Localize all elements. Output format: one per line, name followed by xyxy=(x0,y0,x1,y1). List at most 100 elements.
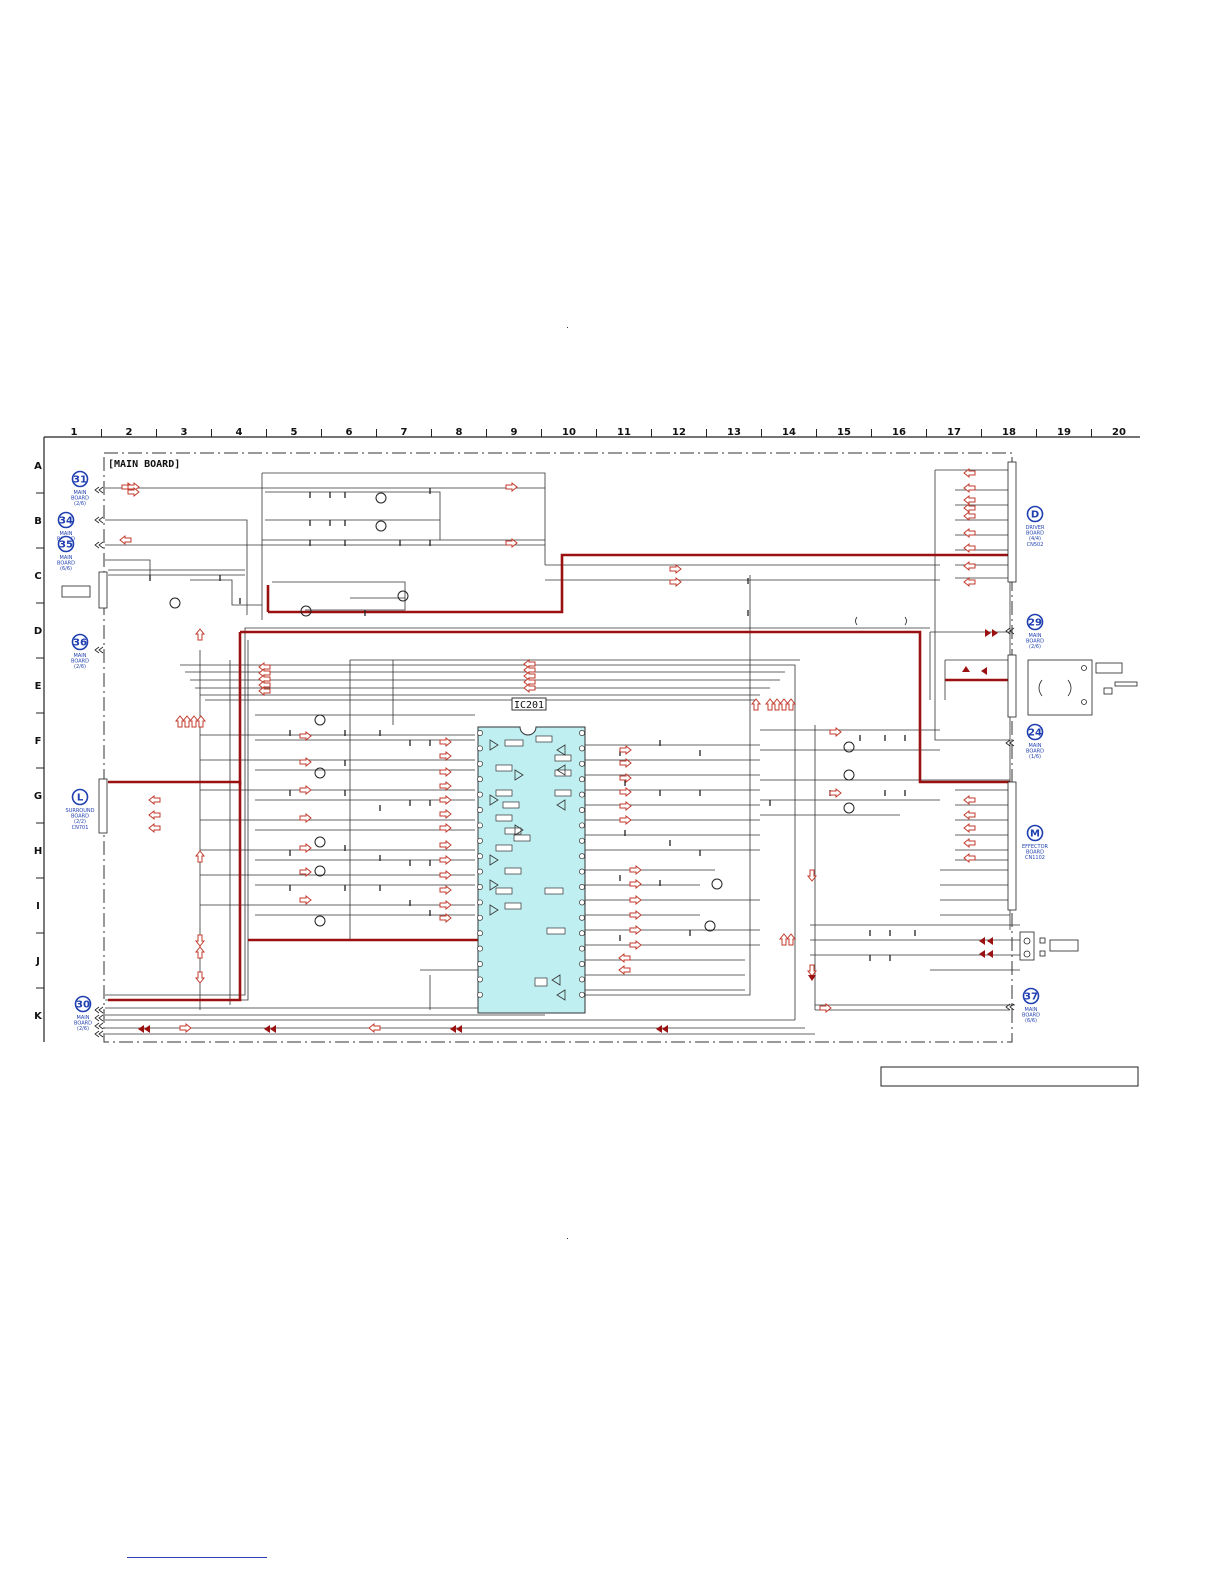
connector-number: 24 xyxy=(1028,728,1042,739)
signal-arrow xyxy=(669,563,682,575)
connector-caption: DRIVER xyxy=(1026,525,1045,531)
connector-caption: BOARD xyxy=(71,659,89,665)
ic-pins-left xyxy=(477,730,483,998)
connector-number: 35 xyxy=(59,540,73,551)
signal-arrow xyxy=(439,822,452,834)
column-label: 3 xyxy=(181,427,188,438)
row-label: I xyxy=(36,901,40,912)
signal-arrow xyxy=(618,952,631,964)
signal-arrow xyxy=(963,467,976,479)
connector-caption: BOARD xyxy=(1026,749,1044,755)
signal-arrow xyxy=(439,884,452,896)
signal-arrow xyxy=(806,869,818,882)
connector-caption: (6/6) xyxy=(60,566,72,572)
row-label: F xyxy=(35,736,42,747)
ic-pin xyxy=(477,945,483,952)
connector-circle xyxy=(1022,987,1040,1005)
signal-arrow xyxy=(523,670,536,682)
ic-pin xyxy=(579,991,585,998)
ic-pin xyxy=(477,837,483,844)
row-label: E xyxy=(35,681,42,692)
page-link-underline[interactable] xyxy=(127,1557,267,1558)
signal-arrow xyxy=(439,854,452,866)
signal-arrow xyxy=(619,800,632,812)
signal-arrow xyxy=(629,924,642,936)
signal-arrow xyxy=(619,814,632,826)
connector-circle xyxy=(74,995,92,1013)
ic-internal-blocks xyxy=(495,735,572,987)
signal-arrow xyxy=(299,730,312,742)
grid-rulers xyxy=(43,436,1140,1042)
connector-caption: CN1102 xyxy=(1025,855,1045,861)
ic-pin xyxy=(477,930,483,937)
signal-arrow xyxy=(619,786,632,798)
column-label: 1 xyxy=(71,427,78,438)
terminal-marker xyxy=(94,1030,104,1038)
signal-arrow xyxy=(258,679,271,691)
terminal-marker xyxy=(1005,739,1015,747)
signal-arrow xyxy=(194,628,206,641)
signal-arrow xyxy=(750,698,762,711)
row-label: A xyxy=(34,461,42,472)
signal-arrow xyxy=(963,502,976,514)
connector-caption: MAIN xyxy=(77,1015,90,1021)
signal-arrow xyxy=(963,809,976,821)
terminal-marker xyxy=(94,1006,104,1014)
ic-pin xyxy=(477,791,483,798)
ic-pin xyxy=(477,914,483,921)
signal-arrow xyxy=(829,787,842,799)
signal-arrow xyxy=(258,661,271,673)
signal-arrow xyxy=(764,698,776,711)
column-label: 14 xyxy=(782,427,796,438)
signal-arrow xyxy=(963,852,976,864)
ic-pin xyxy=(477,822,483,829)
connector-circle xyxy=(57,511,75,529)
signal-arrow xyxy=(194,971,206,984)
terminal-marker xyxy=(94,541,104,549)
ic-amplifier-triangles xyxy=(489,739,566,1001)
signal-arrow xyxy=(778,698,790,711)
signal-arrow xyxy=(963,494,976,506)
ic-pin xyxy=(579,899,585,906)
ic-pin xyxy=(477,776,483,783)
signal-arrow xyxy=(181,715,193,728)
connector-caption: (2/6) xyxy=(74,501,86,507)
connector-number: D xyxy=(1031,510,1039,521)
connector-caption: SURROUND xyxy=(66,808,95,814)
connector-caption: BOARD xyxy=(1026,639,1044,645)
signal-arrow xyxy=(963,576,976,588)
connector-caption: MAIN xyxy=(1025,1007,1038,1013)
connector-circle xyxy=(1026,505,1044,523)
column-label: 10 xyxy=(562,427,576,438)
signal-arrow xyxy=(669,576,682,588)
signal-arrow xyxy=(258,673,271,685)
signal-arrow xyxy=(439,808,452,820)
ic-pin xyxy=(579,745,585,752)
connector-caption: (1/6) xyxy=(1029,754,1041,760)
ic-label: IC201 xyxy=(514,700,544,711)
signal-arrow xyxy=(439,839,452,851)
signal-arrow xyxy=(439,912,452,924)
ic-pin xyxy=(477,884,483,890)
ic-pin xyxy=(579,976,585,983)
signal-arrow xyxy=(258,685,271,697)
signal-arrow xyxy=(148,822,161,834)
column-label: 5 xyxy=(291,427,298,438)
connector-number: 31 xyxy=(73,475,87,486)
column-label: 15 xyxy=(837,427,851,438)
connector-caption: MAIN xyxy=(74,490,87,496)
connector-caption: BOARD xyxy=(74,1021,92,1027)
signal-arrow xyxy=(523,676,536,688)
wiring xyxy=(105,469,1020,1035)
terminal-marker xyxy=(94,646,104,654)
signal-arrow xyxy=(194,850,206,863)
signal-arrow xyxy=(963,794,976,806)
connector-caption: MAIN xyxy=(60,555,73,561)
signal-arrow xyxy=(439,780,452,792)
signal-arrow xyxy=(174,715,186,728)
